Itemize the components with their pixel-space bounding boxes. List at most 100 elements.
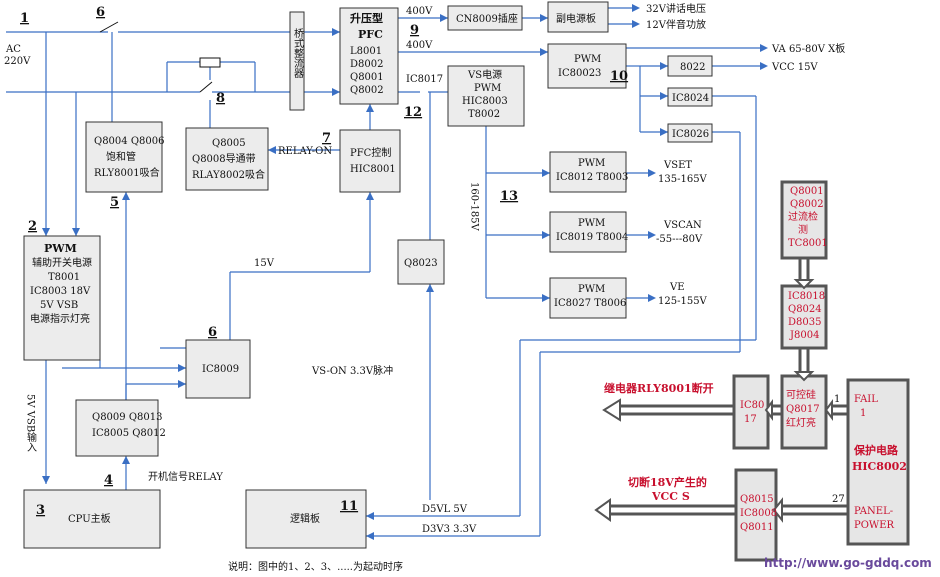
hic-l6: PANEL-: [854, 506, 893, 517]
switch-icons: [99, 21, 221, 93]
pfc-l3: Q8001: [350, 72, 384, 83]
q8009-l2: IC8005 Q8012: [92, 428, 166, 439]
ve-o1: VE: [669, 282, 685, 293]
pwm-main-l2: IC80023: [558, 68, 601, 79]
ve-l2: IC8027 T8006: [554, 298, 626, 309]
relay2-box: [185, 127, 269, 191]
q8015-box: [734, 468, 778, 562]
ic8009-box: [185, 339, 251, 399]
relay-on-label: RELAY-ON: [278, 146, 332, 157]
step-3: 3: [36, 503, 45, 518]
vscan-l1: PWM: [578, 218, 605, 229]
open-relay-label: 开机信号RELAY: [148, 470, 223, 483]
step-6b: 6: [208, 325, 217, 340]
q8009-box: [75, 399, 159, 457]
aux-l6: 电源指示灯亮: [30, 312, 90, 325]
aux-l5: 5V VSB: [40, 300, 78, 311]
scr-l1: 可控硅: [786, 388, 816, 401]
aux-l3: T8001: [48, 272, 80, 283]
q8009-l1: Q8009 Q8013: [92, 412, 162, 423]
vscan-o2: -55---80V: [656, 234, 703, 245]
vs-l2: PWM: [474, 83, 501, 94]
cpu-box: [23, 489, 161, 549]
rectifier-box: [289, 11, 305, 111]
aux-l2: 辅助开关电源: [32, 256, 92, 269]
vscan-l2: IC8019 T8004: [556, 232, 628, 243]
ve-l1: PWM: [578, 284, 605, 295]
step-2: 2: [28, 219, 37, 234]
d5vl-label: D5VL 5V: [422, 504, 468, 515]
vscan-box: [549, 211, 627, 253]
ic8026-label: IC8026: [672, 129, 709, 140]
aux-l1: PWM: [44, 242, 77, 255]
pfc-box: [339, 7, 399, 105]
vset-l2: IC8012 T8003: [556, 172, 628, 183]
step-1: 1: [20, 11, 29, 26]
out-12v: 12V伴音功放: [646, 18, 706, 31]
pfc-l4: Q8002: [350, 85, 384, 96]
logic-box: [245, 489, 367, 549]
sub-board-box: [547, 1, 609, 33]
ic8018-l2: Q8024: [788, 304, 822, 315]
pfc-ctrl-box: [339, 129, 401, 193]
vset-l1: PWM: [578, 158, 605, 169]
hic-l7: POWER: [854, 520, 895, 531]
ac-label-2: 220V: [4, 56, 31, 67]
pwm-main-l1: PWM: [574, 54, 601, 65]
v15-label: 15V: [254, 258, 275, 269]
hic-l1: FAIL: [854, 394, 878, 405]
cut-l2: VCC S: [651, 490, 690, 503]
pfc-l1: L8001: [350, 46, 382, 57]
logic-label: 逻辑板: [290, 512, 320, 525]
relay2-l2: Q8008导通带: [192, 153, 256, 165]
ocp-q1: Q8001: [790, 186, 824, 197]
cn8009-label: CN8009插座: [456, 12, 518, 25]
v400-top: 400V: [406, 6, 433, 17]
ic8026-box: [667, 123, 713, 143]
hic-l5: 27: [832, 494, 845, 505]
cut-l1: 切断18V产生的: [628, 475, 707, 489]
pfc-l2: D8002: [350, 59, 383, 70]
ic8017b-l1: IC80: [740, 400, 764, 411]
relay1-l2: 饱和管: [106, 150, 136, 163]
step-11: 11: [340, 499, 358, 514]
ic8017-label: IC8017: [406, 74, 443, 85]
hic8002-box: [846, 378, 910, 546]
aux-pwm-box: [23, 235, 101, 361]
vs-l4: T8002: [468, 109, 500, 120]
vs-power-box: [447, 65, 525, 127]
pfc-title2: PFC: [358, 28, 383, 41]
relay2-l3: RLAY8002吸合: [192, 168, 265, 181]
aux-l4: IC8003 18V: [30, 286, 91, 297]
cpu-label: CPU主板: [68, 512, 111, 525]
pwm-ic80023-box: [547, 43, 627, 89]
relay1-l3: RLY8001吸合: [94, 166, 160, 179]
step-4: 4: [104, 473, 113, 488]
arrowheads: [42, 4, 768, 540]
ic8017b-l2: 17: [744, 414, 757, 425]
step-10: 10: [610, 69, 628, 84]
vscan-o1: VSCAN: [663, 220, 702, 231]
rectifier-label: 桥式整流器: [292, 28, 304, 79]
step-12: 12: [404, 105, 422, 120]
scr-l2: Q8017: [786, 404, 820, 415]
ic8018-l4: J8004: [789, 330, 819, 341]
step-6a: 6: [96, 5, 105, 20]
out-va: VA 65-80V X板: [771, 42, 845, 55]
step-7: 7: [322, 131, 331, 146]
vs-l3: HIC8003: [462, 96, 508, 107]
vset-o1: VSET: [663, 160, 692, 171]
vset-o2: 135-165V: [658, 174, 708, 185]
v400-mid: 400V: [406, 40, 433, 51]
step-9: 9: [410, 23, 419, 38]
ocp-q5: TC8001: [788, 238, 828, 249]
step-8: 8: [216, 91, 225, 106]
ic8018-l3: D8035: [788, 317, 821, 328]
ic8022-box: [667, 55, 713, 77]
ocp-q3: 过流检: [788, 210, 818, 223]
hic-one: 1: [834, 394, 840, 405]
protect-arrows: [610, 258, 848, 516]
out-32v: 32V讲话电压: [646, 2, 706, 15]
relay-off-label: 继电器RLY8001断开: [604, 381, 714, 395]
watermark: http://www.go-gddq.com: [764, 556, 932, 570]
